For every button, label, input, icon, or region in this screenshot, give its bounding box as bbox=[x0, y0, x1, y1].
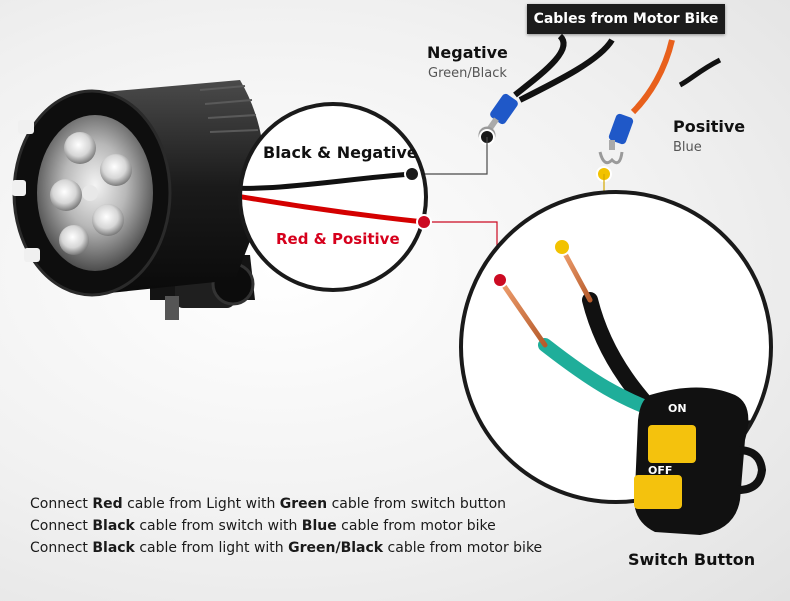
positive-connector bbox=[598, 113, 634, 165]
motorcycle-light bbox=[12, 80, 265, 320]
switch-red-dot bbox=[492, 272, 508, 288]
switch-off-label: OFF bbox=[648, 464, 672, 477]
light-red-dot bbox=[416, 214, 432, 230]
negative-subtitle: Green/Black bbox=[428, 66, 507, 81]
light-wires-zoom bbox=[238, 102, 428, 292]
red-positive-label: Red & Positive bbox=[276, 230, 400, 248]
instruction-line-3: Connect Black cable from light with Gree… bbox=[30, 540, 543, 556]
negative-title: Negative bbox=[427, 43, 508, 62]
switch-button-caption: Switch Button bbox=[628, 550, 756, 569]
cables-from-bike-banner: Cables from Motor Bike bbox=[527, 4, 725, 34]
positive-subtitle: Blue bbox=[673, 140, 702, 155]
switch-on-label: ON bbox=[668, 402, 687, 415]
instruction-line-2: Connect Black cable from switch with Blu… bbox=[30, 518, 496, 534]
switch-yellow-dot bbox=[553, 238, 571, 256]
switch-device: ON OFF bbox=[634, 387, 767, 535]
black-negative-label: Black & Negative bbox=[263, 143, 418, 162]
light-black-dot bbox=[404, 166, 420, 182]
bike-cables bbox=[513, 33, 722, 115]
positive-title: Positive bbox=[673, 117, 746, 136]
instruction-line-1: Connect Red cable from Light with Green … bbox=[30, 496, 507, 512]
